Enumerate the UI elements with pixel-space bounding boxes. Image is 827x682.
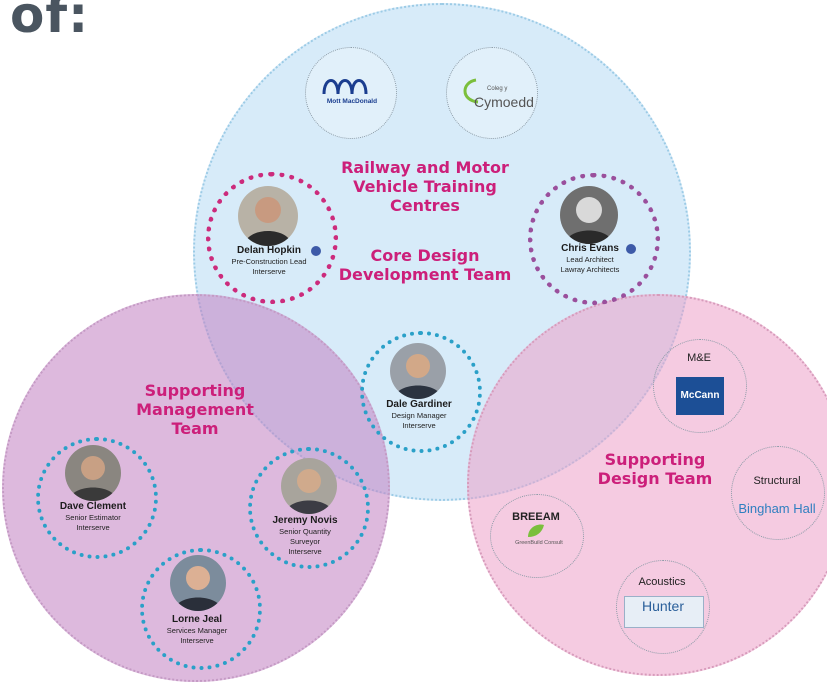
hunter-logo-box xyxy=(624,596,704,628)
dave-clement-avatar xyxy=(65,445,121,501)
structural-label: Structural xyxy=(753,475,801,487)
dale-gardiner-name: Dale Gardiner xyxy=(386,399,452,410)
structural-circle xyxy=(731,446,825,540)
breeam-label: BREEAM xyxy=(512,511,560,523)
lorne-jeal-name: Lorne Jeal xyxy=(171,614,223,625)
delan-hopkin-ring xyxy=(206,172,338,304)
management-team-title: Supporting Management Team xyxy=(136,381,254,439)
coleg-cymoedd-swoosh-icon xyxy=(463,78,479,104)
core-team-title: Core Design Development Team xyxy=(338,246,512,285)
dale-gardiner-avatar xyxy=(390,343,446,399)
jeremy-novis-ring xyxy=(248,447,370,569)
design-team-title: Supporting Design Team xyxy=(597,450,713,489)
chris-evans-avatar xyxy=(560,186,618,244)
mande-circle xyxy=(653,339,747,433)
mott-macdonald-text: Mott MacDonald xyxy=(326,98,378,105)
delan-hopkin-name: Delan Hopkin xyxy=(237,245,301,256)
jeremy-novis-avatar xyxy=(281,458,337,514)
mott-macdonald-logo xyxy=(322,79,368,95)
leaf-icon xyxy=(528,524,544,537)
coleg-small-text: Coleg y xyxy=(487,86,508,92)
dave-clement-ring xyxy=(36,437,158,559)
chris-evans-status-dot xyxy=(626,244,636,254)
dave-clement-name: Dave Clement xyxy=(59,501,127,512)
page-heading: of: xyxy=(10,0,90,44)
breeam-circle xyxy=(490,494,584,578)
acoustics-circle xyxy=(616,560,710,654)
mott-macdonald-logo-circle xyxy=(305,47,397,139)
chris-evans-name: Chris Evans xyxy=(561,243,619,254)
dale-gardiner-ring xyxy=(360,331,482,453)
lorne-jeal-avatar xyxy=(170,555,226,611)
acoustics-label: Acoustics xyxy=(638,576,686,588)
jeremy-novis-name: Jeremy Novis xyxy=(272,515,338,526)
delan-hopkin-avatar xyxy=(238,186,298,246)
bingham-hall-logo: Bingham Hall xyxy=(738,501,816,516)
chris-evans-ring xyxy=(528,173,660,305)
hunter-logo-text: Hunter xyxy=(641,598,685,614)
project-title: Railway and Motor Vehicle Training Centr… xyxy=(341,158,509,216)
coleg-cymoedd-logo-circle xyxy=(446,47,538,139)
coleg-text: Cymoedd xyxy=(474,94,534,110)
mccann-logo: McCann xyxy=(676,377,724,415)
greenbuild-logo-text: GreenBuild Consult xyxy=(515,540,563,546)
mande-label: M&E xyxy=(687,352,711,364)
delan-hopkin-status-dot xyxy=(311,246,321,256)
lorne-jeal-ring xyxy=(140,548,262,670)
